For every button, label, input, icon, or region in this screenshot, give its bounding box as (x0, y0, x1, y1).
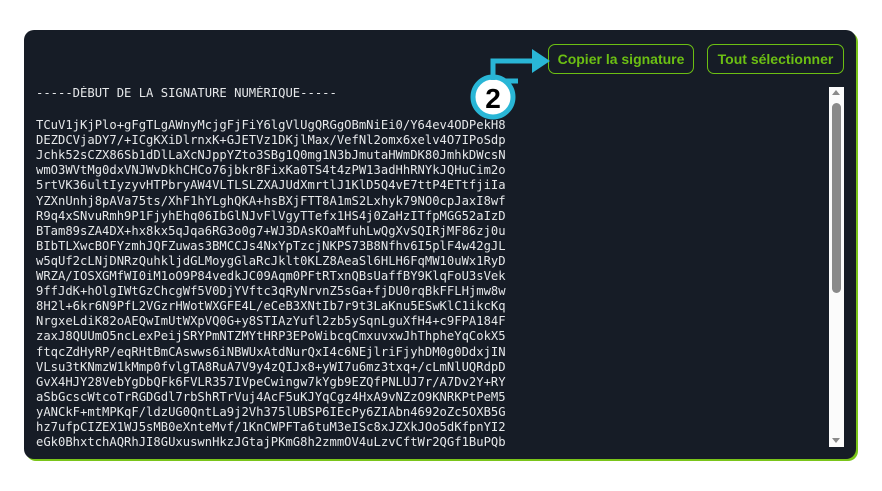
signature-line: BIbTLXwcBOFYzmhJQFZuwas3BMCCJs4NxYpTzcjN… (36, 238, 506, 253)
signature-line: 5rtVK36ultIyzyvHTPbryAW4VLTLSLZXAJUdXmrt… (36, 178, 506, 193)
signature-line: 9ffJdK+hOlgIWtGzChcgWf5V0DjYVftc3qRyNrvn… (36, 284, 506, 299)
arrow-icon (490, 49, 550, 80)
signature-line: GvX4HJY28VebYgDbQFk6FVLR357IVpeCwingw7kY… (36, 374, 506, 389)
signature-line: BTam89sZA4DX+hx8kx5qJqa6RG3o0g7+WJ3DAsKO… (36, 223, 506, 238)
callout-number: 2 (485, 83, 501, 114)
scroll-down-arrow-icon[interactable] (832, 438, 840, 443)
signature-line: wmO3WVtMg0dxVNJWvDkhCHCo76jbkr8FixKa0TS4… (36, 163, 506, 178)
signature-line: WRZA/IOSXGMfWI0iM1oO9P84vedkJC09Aqm0PFtR… (36, 269, 506, 284)
scroll-up-arrow-icon[interactable] (832, 90, 840, 95)
scrollbar-thumb[interactable] (832, 103, 841, 293)
signature-panel: Copier la signature Tout sélectionner --… (24, 30, 856, 459)
signature-body: TCuV1jKjPlo+gFgTLgAWnyMcjgFjFiY6lgVlUgQR… (36, 118, 826, 450)
scrollbar[interactable] (829, 87, 844, 447)
signature-line: Jchk52sCZX86Sb1dDlLaXcNJppYZto3SBg1Q0mg1… (36, 148, 506, 163)
signature-textarea[interactable]: -----DÉBUT DE LA SIGNATURE NUMÉRIQUE----… (36, 86, 826, 450)
copy-signature-button[interactable]: Copier la signature (548, 44, 694, 74)
signature-line: DEZDCVjaDY7/+ICgKXiDlrnxK+GJETVz1DKjlMax… (36, 133, 506, 148)
signature-line: NrgxeLdiK82oAEQwImUtWXpVQ0G+y8STIAzYufl2… (36, 314, 506, 329)
signature-line: zaxJ8QUUmO5ncLexPeijSRYPmNTZMYtHRP3EPoWi… (36, 329, 506, 344)
signature-line: TCuV1jKjPlo+gFgTLgAWnyMcjgFjFiY6lgVlUgQR… (36, 118, 506, 133)
signature-header: -----DÉBUT DE LA SIGNATURE NUMÉRIQUE----… (36, 86, 337, 100)
signature-line: w5qUf2cLNjDNRzQuhkljdGLMoygGlaRcJklt0KLZ… (36, 253, 506, 268)
select-all-button[interactable]: Tout sélectionner (707, 44, 844, 74)
signature-line: yANCkF+mtMPKqF/ldzUG0QntLa9j2Vh375lUBSP6… (36, 404, 506, 419)
signature-line: aSbGcscWtcoTrRGDGdl7rbShRTrVuj4AcF5uKJYq… (36, 389, 506, 404)
signature-line: VLsu3tKNmzW1kMmp0fvlgTA8RuA7V9y4zQIJx8+y… (36, 359, 506, 374)
signature-line: R9q4xSNvuRmh9P1FjyhEhq06IbGlNJvFlVgyTTef… (36, 208, 506, 223)
signature-line: 8H2l+6kr6N9PfL2VGzrHWotWXGFE4L/eCeB3XNtI… (36, 299, 506, 314)
signature-line: eGk0BhxtchAQRhJI8GUxuswnHkzJGtajPKmG8h2z… (36, 435, 506, 450)
signature-line: hz7ufpCIZEX1WJ5sMB0eXnteMvf/1KnCWPFTa6tu… (36, 419, 506, 434)
signature-line: ftqcZdHyRP/eqRHtBmCAswws6iNBWUxAtdNurQxI… (36, 344, 506, 359)
signature-line: YZXnUnhj8pAVa75ts/XhF1hYLghQKA+hsBXjFTT8… (36, 193, 506, 208)
